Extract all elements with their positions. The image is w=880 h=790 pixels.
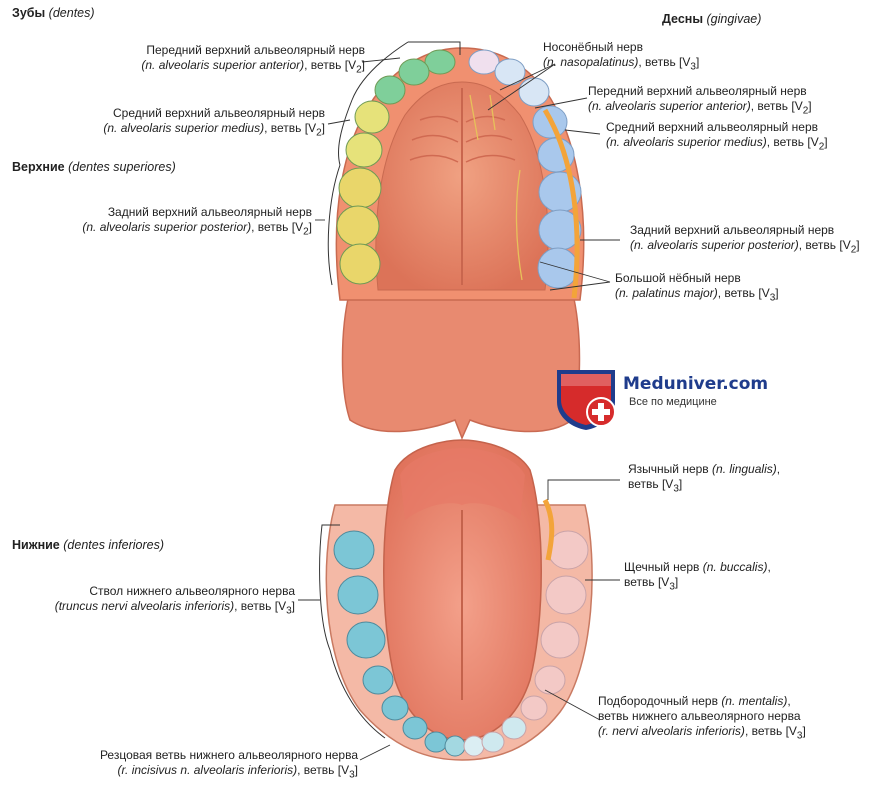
upper-right-teeth — [468, 49, 582, 289]
soft-palate — [341, 289, 581, 440]
leader-lines — [298, 57, 620, 761]
label-middle-superior-alveolar-right: Средний верхний альвеолярный нерв (n. al… — [606, 120, 828, 153]
label-middle-superior-alveolar-left: Средний верхний альвеолярный нерв (n. al… — [103, 106, 325, 139]
lower-right-teeth — [463, 530, 589, 757]
label-nasopalatine: Носонёбный нерв (n. nasopalatinus), ветв… — [543, 40, 700, 73]
label-incisive-branch: Резцовая ветвь нижнего альвеолярного нер… — [99, 748, 358, 781]
logo-title: Meduniver.com — [623, 374, 769, 394]
label-inferior-alveolar-trunk: Ствол нижнего альвеолярного нерва (trunc… — [54, 584, 295, 617]
upper-left-teeth — [336, 49, 456, 285]
label-posterior-superior-alveolar-left: Задний верхний альвеолярный нерв (n. alv… — [82, 205, 312, 238]
label-greater-palatine: Большой нёбный нерв (n. palatinus major)… — [615, 271, 779, 304]
lower-left-teeth — [333, 530, 466, 757]
logo-subtitle: Все по медицине — [629, 396, 717, 408]
shield-icon — [557, 370, 616, 430]
heading-upper: Верхние (dentes superiores) — [12, 160, 176, 174]
lower-jaw — [319, 439, 593, 761]
heading-teeth: Зубы (dentes) — [12, 6, 95, 20]
label-anterior-superior-alveolar-left: Передний верхний альвеолярный нерв (n. a… — [141, 43, 365, 76]
label-posterior-superior-alveolar-right: Задний верхний альвеолярный нерв (n. alv… — [630, 223, 860, 256]
label-mental-nerve: Подбородочный нерв (n. mentalis), ветвь … — [598, 694, 806, 742]
label-anterior-superior-alveolar-right: Передний верхний альвеолярный нерв (n. a… — [588, 84, 812, 117]
label-lingual-nerve: Язычный нерв (n. lingualis), ветвь [V3] — [628, 462, 781, 495]
label-buccal-nerve: Щечный нерв (n. buccalis), ветвь [V3] — [624, 560, 771, 593]
heading-lower: Нижние (dentes inferiores) — [12, 538, 164, 552]
heading-gums: Десны (gingivae) — [662, 12, 762, 26]
upper-left-brackets — [327, 41, 461, 286]
palatal-nerves — [469, 94, 523, 281]
meduniver-logo: Meduniver.com Все по медицине — [553, 366, 773, 436]
tongue-papillae — [400, 448, 525, 520]
palatal-rugae — [409, 115, 516, 163]
upper-jaw — [327, 41, 585, 440]
lower-gum-nerve-strip — [542, 498, 555, 561]
lower-left-brackets — [319, 524, 386, 739]
upper-gum-nerve-strip — [542, 108, 580, 299]
